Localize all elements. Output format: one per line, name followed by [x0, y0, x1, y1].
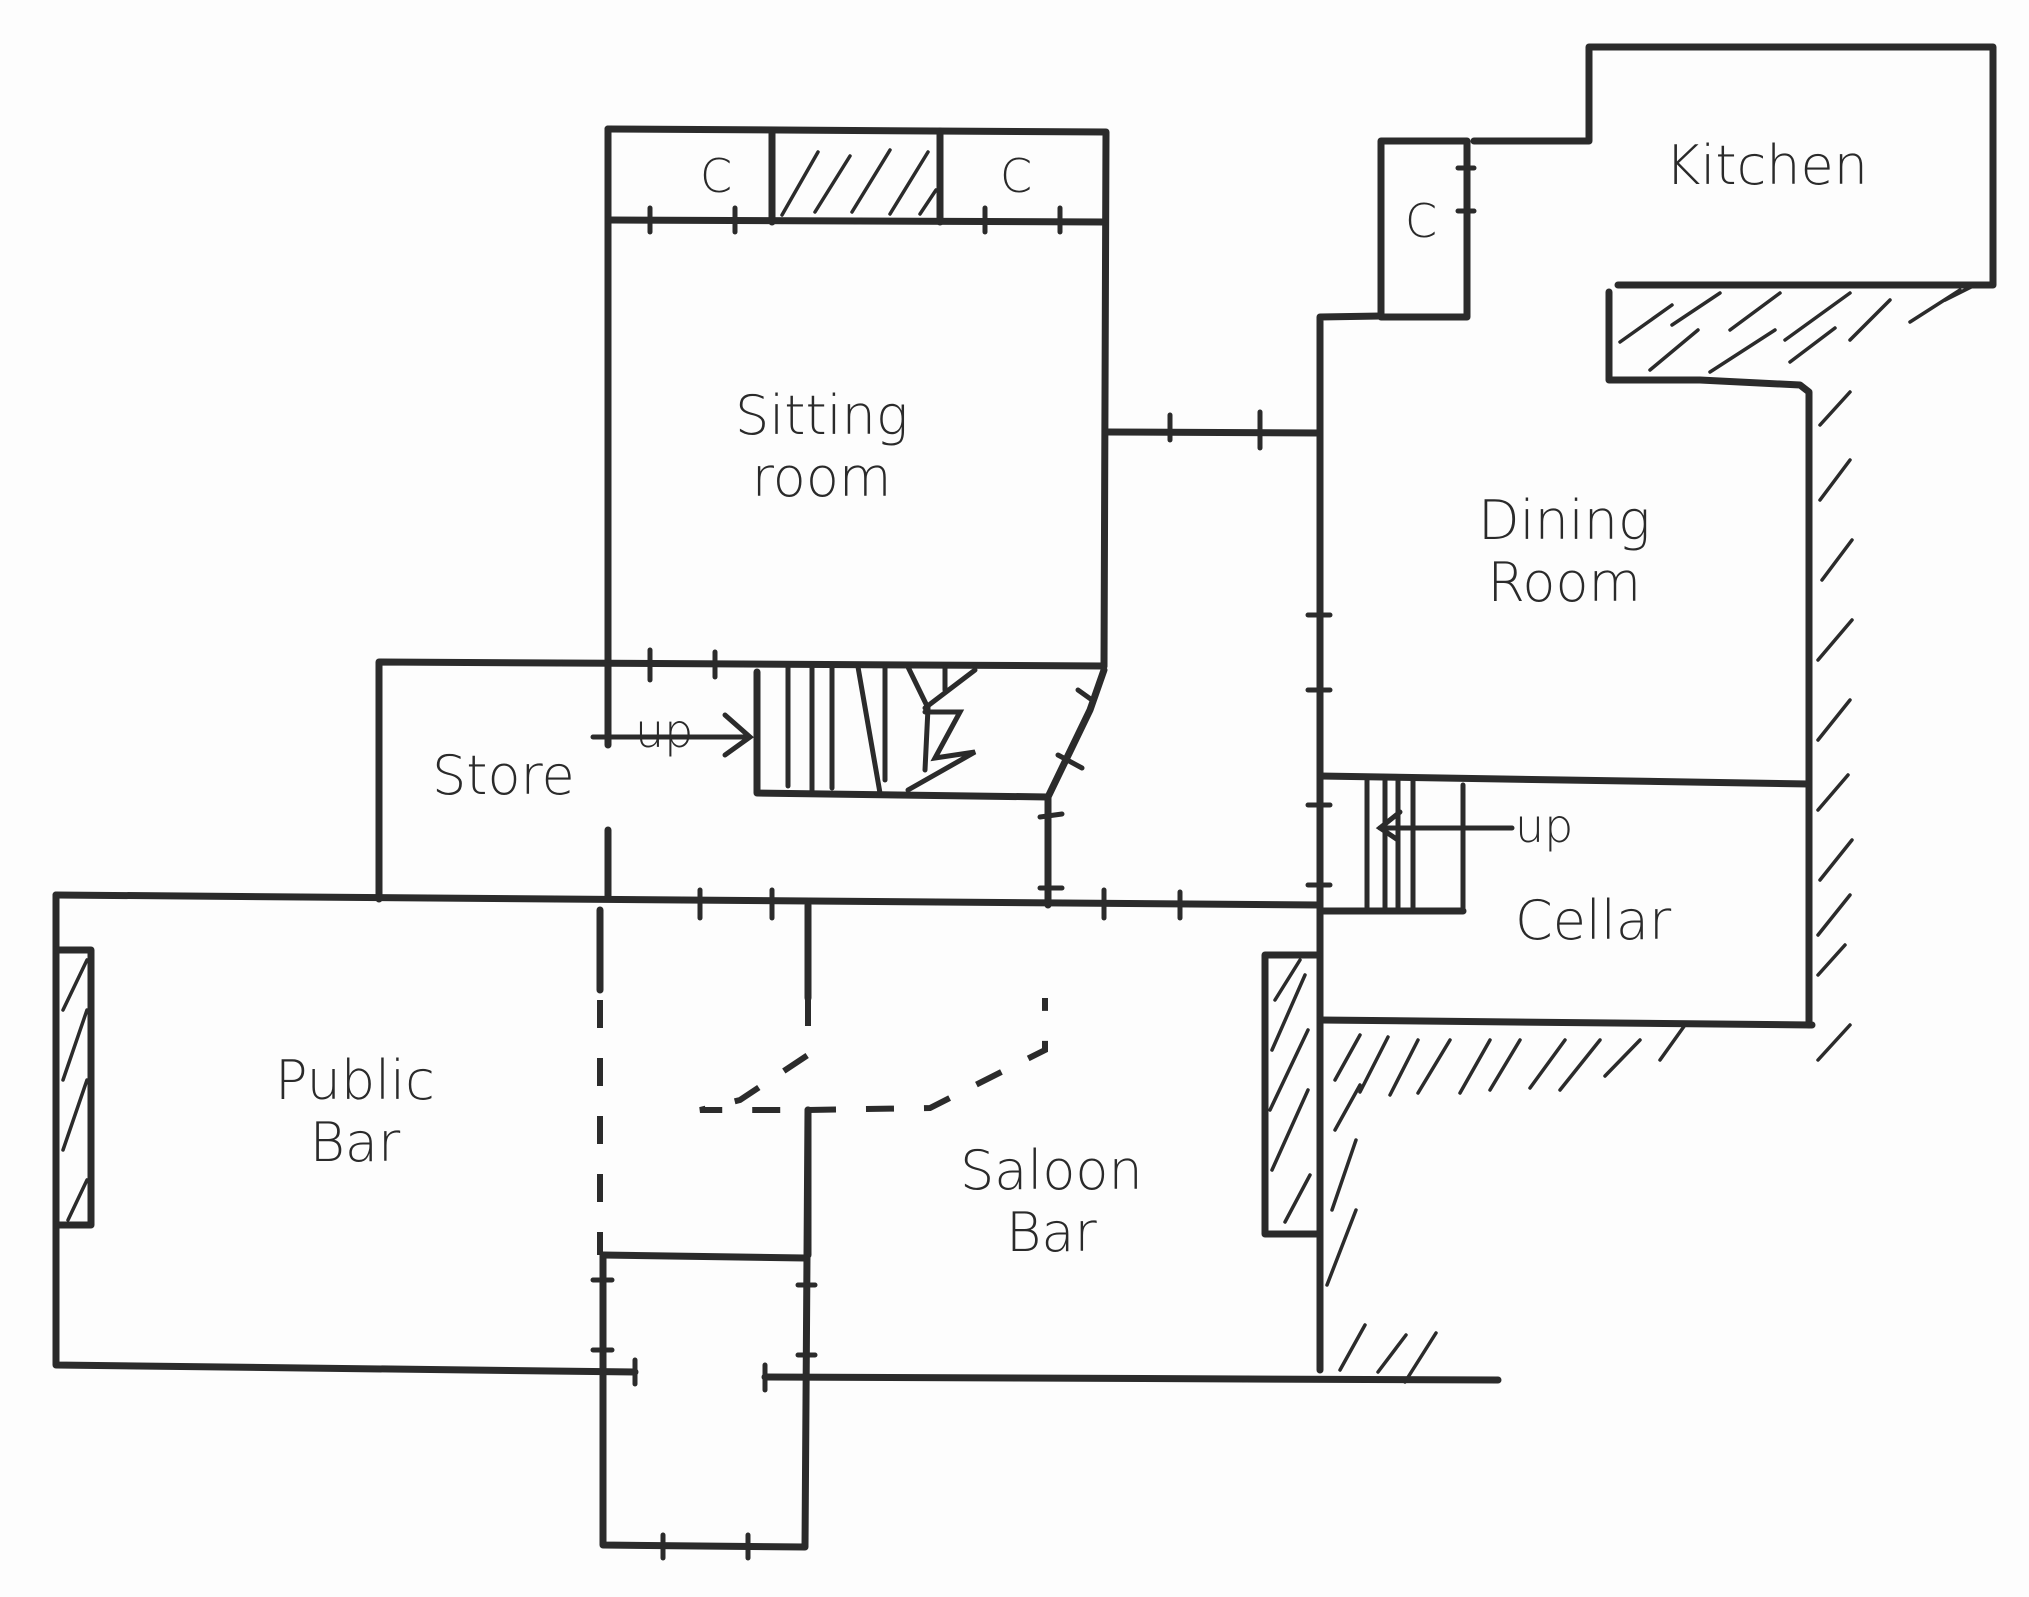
label-line: Bar [1006, 1201, 1097, 1265]
outer-wall-hatch-right [1816, 390, 1854, 1062]
central-wall [52, 887, 1324, 1002]
label-line: Public [275, 1049, 435, 1112]
closet-label-1: C [700, 149, 733, 203]
label-line: Store [432, 744, 575, 807]
label-line: Saloon [960, 1139, 1143, 1202]
chimney-hatch-sitting [780, 148, 938, 217]
label-line: Bar [309, 1111, 401, 1175]
room-label-dining-room: Dining Room [1478, 489, 1651, 615]
room-label-kitchen: Kitchen [1665, 134, 1868, 197]
room-label-saloon-bar: Saloon Bar [960, 1139, 1143, 1265]
label-line: Cellar [1515, 889, 1672, 952]
public-bar-walls [52, 891, 639, 1387]
cellar-walls [1316, 777, 1816, 1029]
sitting-room-walls [604, 125, 1110, 670]
main-stairs [590, 664, 1108, 909]
kitchen-hatch [1618, 283, 1977, 374]
stair-label-main: up [635, 704, 694, 758]
saloon-chimney [1261, 951, 1322, 1238]
label-line: Kitchen [1665, 134, 1868, 197]
stair-label-cellar: up [1515, 799, 1574, 853]
room-label-public-bar: Public Bar [275, 1049, 435, 1175]
cellar-hatch [1325, 1023, 1687, 1384]
saloon-bar-walls [761, 1362, 1502, 1393]
label-line: Dining [1478, 489, 1651, 552]
room-label-sitting-room: Sitting room [735, 384, 909, 510]
label-line: Sitting [735, 384, 909, 447]
room-label-store: Store [432, 744, 575, 807]
closet-label-3: C [1405, 194, 1438, 248]
entrance-porch [590, 1106, 818, 1561]
room-label-cellar: Cellar [1515, 889, 1672, 952]
label-line: room [751, 446, 892, 510]
closet-label-2: C [1000, 149, 1033, 203]
dining-room-walls [1102, 43, 1997, 1374]
store-walls [375, 647, 1108, 903]
label-line: Room [1487, 551, 1642, 615]
